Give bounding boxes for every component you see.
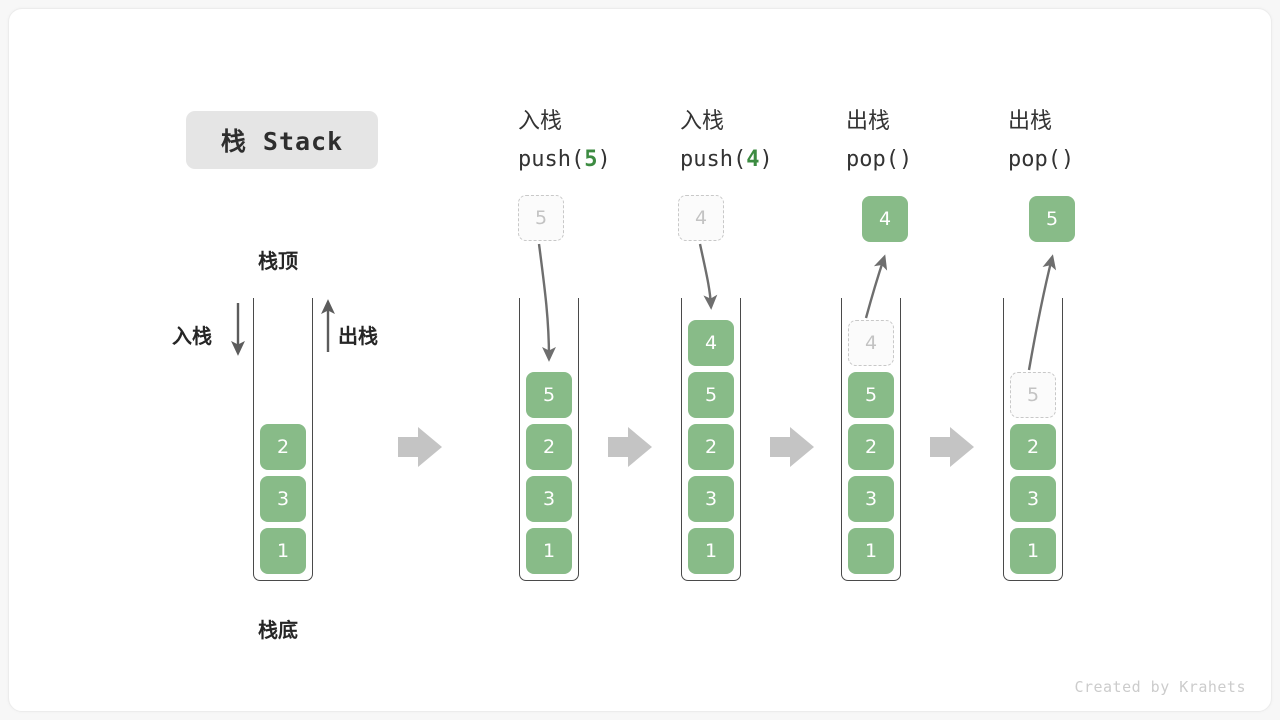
stack-node: 3	[848, 476, 894, 522]
operation-label-pop1: 出栈	[846, 109, 891, 134]
stack-node: 5	[848, 372, 894, 418]
diagram-title: 栈 Stack	[186, 111, 378, 169]
stack-node: 1	[688, 528, 734, 574]
stack-bottom-label: 栈底	[258, 618, 298, 642]
stack-node: 5	[688, 372, 734, 418]
stack-node: 2	[526, 424, 572, 470]
stack-node: 1	[526, 528, 572, 574]
stack-node: 1	[260, 528, 306, 574]
stack-node: 2	[260, 424, 306, 470]
incoming-node-ghost: 4	[678, 195, 724, 241]
operation-code-push5: push(5)	[518, 147, 611, 172]
stack-node: 1	[848, 528, 894, 574]
popped-node: 5	[1029, 196, 1075, 242]
stack-node: 3	[1010, 476, 1056, 522]
removed-node-ghost: 5	[1010, 372, 1056, 418]
stack-node: 2	[688, 424, 734, 470]
operation-label-pop2: 出栈	[1008, 109, 1053, 134]
stack-node: 1	[1010, 528, 1056, 574]
operation-code-pop1: pop()	[846, 147, 913, 172]
stack-node: 4	[688, 320, 734, 366]
stack-node: 2	[1010, 424, 1056, 470]
attribution-footer: Created by Krahets	[1074, 678, 1246, 696]
operation-code-push4: push(4)	[680, 147, 773, 172]
removed-node-ghost: 4	[848, 320, 894, 366]
stack-node: 5	[526, 372, 572, 418]
pop-side-label: 出栈	[338, 324, 378, 348]
operation-label-push5: 入栈	[518, 109, 563, 134]
push-side-label: 入栈	[172, 324, 212, 348]
stack-node: 3	[688, 476, 734, 522]
operation-code-pop2: pop()	[1008, 147, 1075, 172]
stack-node: 3	[260, 476, 306, 522]
stack-top-label: 栈顶	[258, 249, 298, 273]
operation-label-push4: 入栈	[680, 109, 725, 134]
incoming-node-ghost: 5	[518, 195, 564, 241]
stack-node: 2	[848, 424, 894, 470]
popped-node: 4	[862, 196, 908, 242]
stack-node: 3	[526, 476, 572, 522]
